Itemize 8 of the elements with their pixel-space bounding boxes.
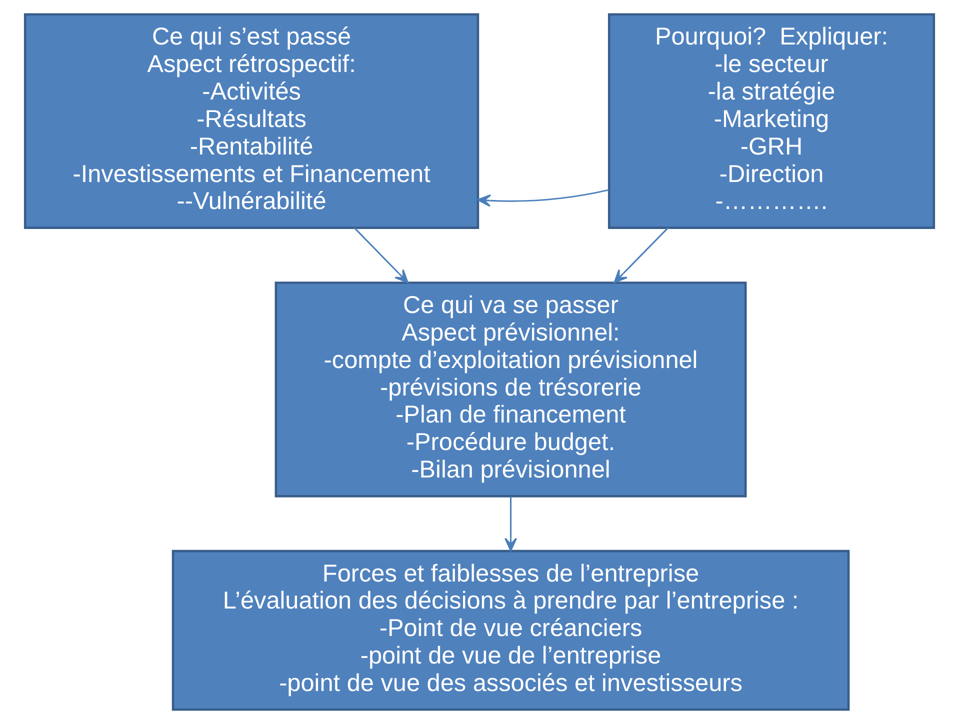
arrow: [504, 496, 518, 552]
node-box: Ce qui va se passer Aspect prévisionnel: -compte d’exploitation prévisionnel -prévisions de trésorerie -Plan de financement -Procédure budget. -Bilan prévisionnel: [274, 282, 747, 498]
node-box: Forces et faiblesses de l’entreprise L’évaluation des décisions à prendre par l’entreprise : -Point de vue créanciers -point de vue de l’entreprise -point de vue des associés et investisseurs: [172, 550, 850, 711]
arrow: [614, 227, 669, 284]
arrow: [477, 189, 609, 207]
node-box: Pourquoi? Expliquer: -le secteur -la stratégie -Marketing -GRH -Direction -………….: [608, 13, 936, 229]
node-box: Ce qui s’est passé Aspect rétrospectif: -Activités -Résultats -Rentabilité -Investissements et Financement --Vulnérabilité: [24, 13, 480, 229]
arrow: [354, 227, 408, 284]
